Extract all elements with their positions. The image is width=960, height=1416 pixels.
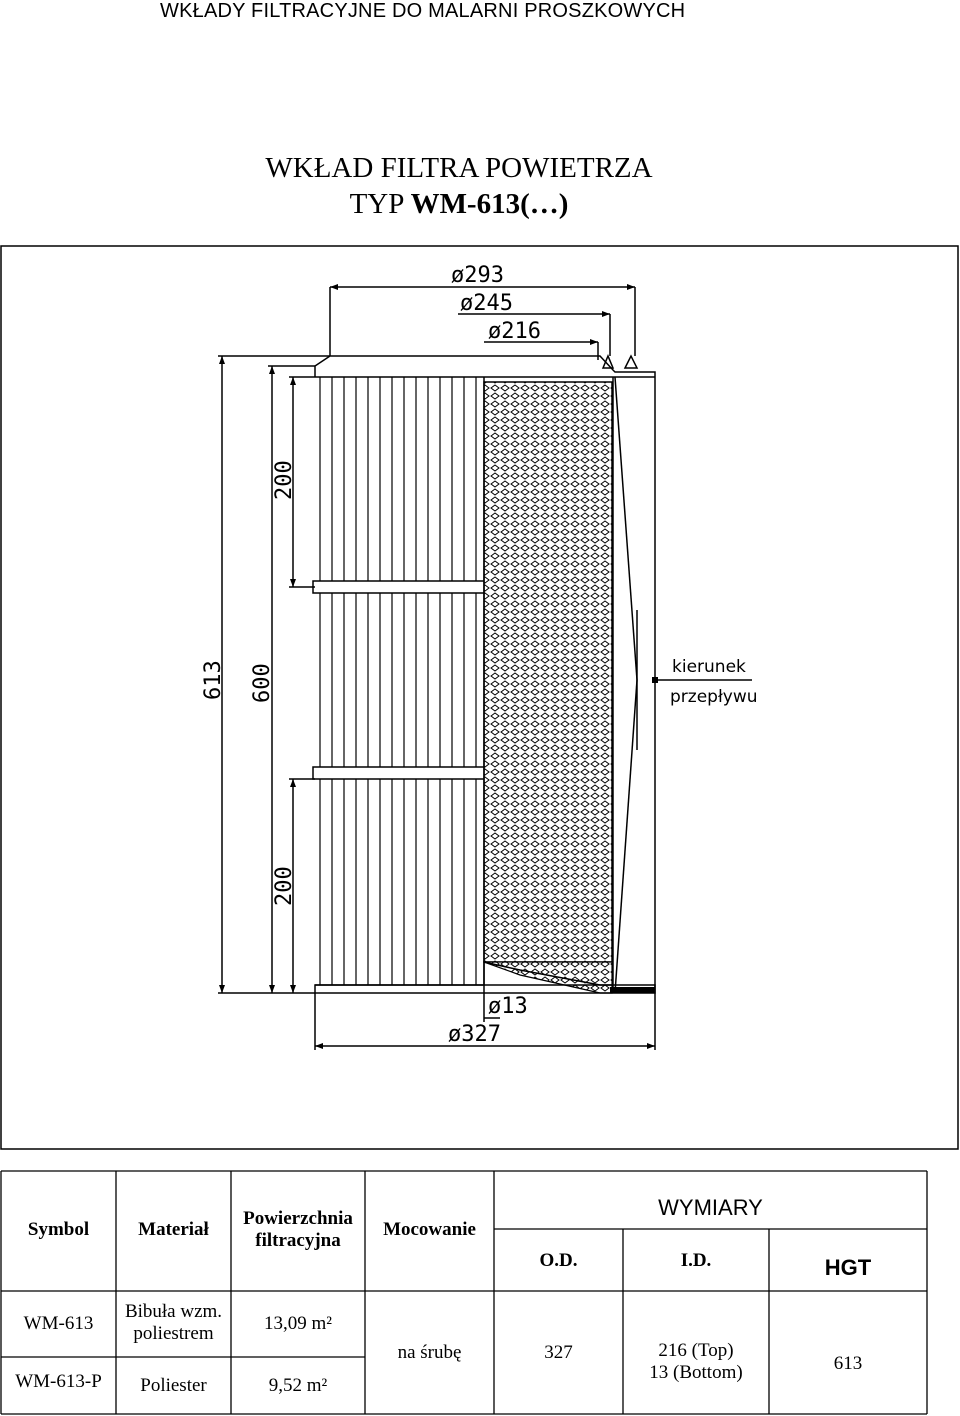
- bottom-dimensions: [314, 993, 656, 1050]
- dim-h200-bottom: 200: [272, 866, 297, 906]
- header-surface-line2: filtracyjna: [255, 1230, 341, 1251]
- side-wall: [612, 376, 656, 994]
- drawing-title: WKŁAD FILTRA POWIETRZA TYP WM-613(…): [0, 150, 918, 222]
- dim-h200-top: 200: [272, 460, 297, 500]
- dim-d13: ø13: [488, 994, 528, 1019]
- row2-symbol: WM-613-P: [15, 1371, 102, 1392]
- dim-d245: ø245: [460, 291, 513, 316]
- row1-surface: 13,09 m²: [264, 1313, 332, 1334]
- pleats: [319, 377, 477, 985]
- row1-symbol: WM-613: [23, 1313, 94, 1334]
- row1-material-line2: poliestrem: [133, 1323, 214, 1344]
- header-hgt: HGT: [824, 1255, 872, 1280]
- flow-label-line1: kierunek: [672, 657, 746, 677]
- mesh-core: [483, 381, 613, 963]
- header-material: Materiał: [138, 1219, 209, 1240]
- technical-drawing: ø293 ø245 ø216 ø13 ø327 613 600 200 200 …: [0, 245, 959, 1150]
- row2-material: Poliester: [140, 1375, 207, 1396]
- height-dimensions: [218, 355, 330, 994]
- dim-d293: ø293: [451, 263, 504, 288]
- top-cap: [314, 355, 656, 377]
- drawing-title-line2: TYP WM-613(…): [0, 186, 918, 222]
- page-header-title: WKŁADY FILTRACYJNE DO MALARNI PROSZKOWYC…: [160, 0, 686, 22]
- header-id: I.D.: [680, 1250, 712, 1271]
- header-surface-line1: Powierzchnia: [243, 1208, 353, 1229]
- dimension-arrows: [330, 284, 635, 345]
- dim-h600: 600: [250, 663, 275, 703]
- row1-material-line1: Bibuła wzm.: [124, 1301, 223, 1322]
- drawing-title-model: WM-613(…): [410, 188, 569, 220]
- top-dimensions: [329, 286, 636, 360]
- dim-h613: 613: [201, 660, 226, 700]
- od-value: 327: [544, 1342, 573, 1363]
- id-value-top: 216 (Top): [658, 1340, 734, 1361]
- header-od: O.D.: [539, 1250, 578, 1271]
- dim-d216: ø216: [488, 319, 541, 344]
- header-mounting: Mocowanie: [383, 1219, 476, 1240]
- drawing-title-prefix: TYP: [349, 188, 411, 220]
- drawing-frame: [0, 245, 959, 1150]
- header-dimensions: WYMIARY: [658, 1195, 763, 1220]
- id-value-bottom: 13 (Bottom): [649, 1362, 743, 1383]
- header-symbol: Symbol: [27, 1219, 90, 1240]
- flow-label-line2: przepływu: [670, 687, 758, 707]
- dim-d327: ø327: [448, 1022, 501, 1047]
- hgt-value: 613: [833, 1353, 863, 1374]
- mounting-value: na śrubę: [397, 1342, 462, 1363]
- drawing-title-line1: WKŁAD FILTRA POWIETRZA: [265, 152, 653, 184]
- row2-surface: 9,52 m²: [268, 1375, 328, 1396]
